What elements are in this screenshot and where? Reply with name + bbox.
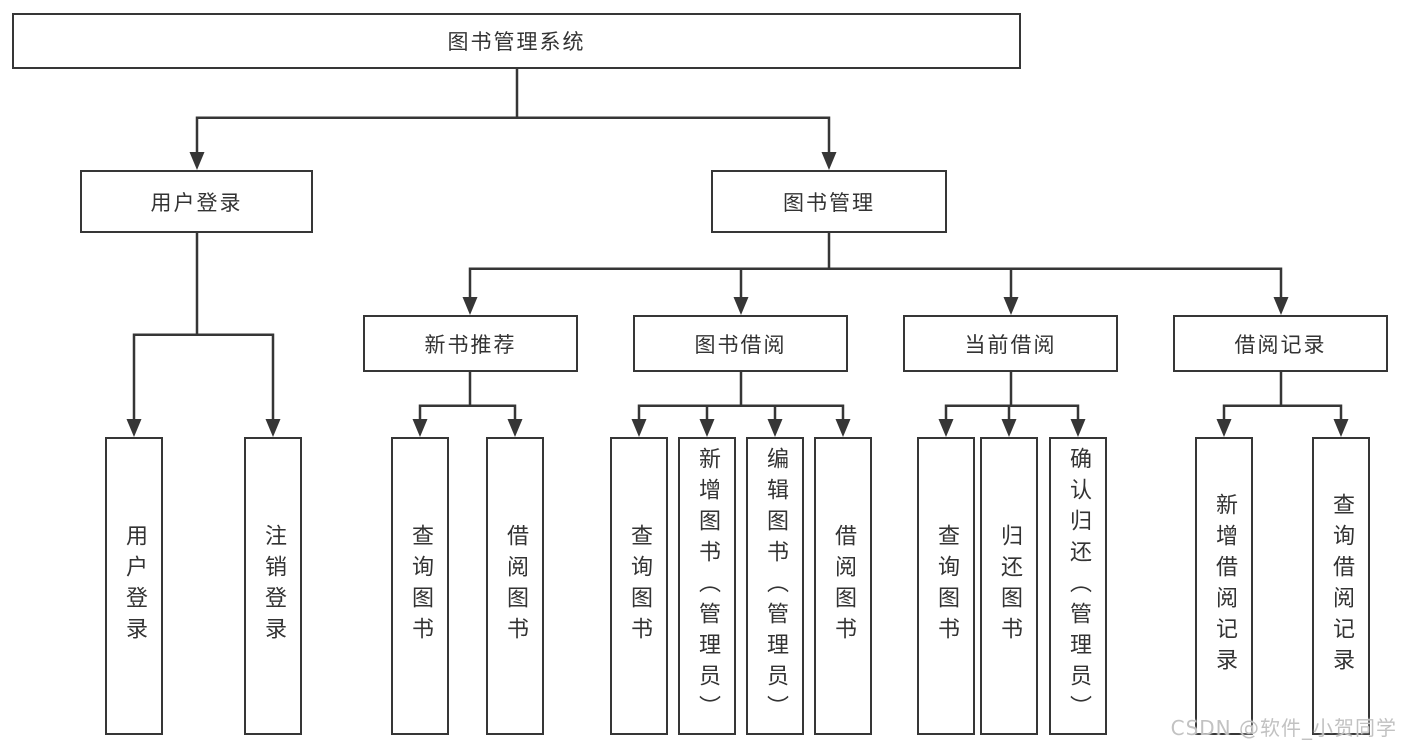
leaf-add-books-admin: 新增图书（管理员）: [678, 437, 736, 735]
leaf-add-borrow-record: 新增借阅记录: [1195, 437, 1253, 735]
leaf-query-borrow-record: 查询借阅记录: [1312, 437, 1370, 735]
node-current-borrowing: 当前借阅: [903, 315, 1118, 372]
node-borrowing-records: 借阅记录: [1173, 315, 1388, 372]
leaf-edit-books-admin: 编辑图书（管理员）: [746, 437, 804, 735]
node-book-borrowing: 图书借阅: [633, 315, 848, 372]
leaf-query-books-recommend: 查询图书: [391, 437, 449, 735]
node-root: 图书管理系统: [12, 13, 1021, 69]
node-user-login: 用户登录: [80, 170, 313, 233]
leaf-borrow-books-recommend: 借阅图书: [486, 437, 544, 735]
leaf-user-login: 用户登录: [105, 437, 163, 735]
leaf-confirm-return-admin: 确认归还（管理员）: [1049, 437, 1107, 735]
leaf-query-books-current: 查询图书: [917, 437, 975, 735]
leaf-return-books: 归还图书: [980, 437, 1038, 735]
leaf-query-books-borrowing: 查询图书: [610, 437, 668, 735]
leaf-logout-login: 注销登录: [244, 437, 302, 735]
node-new-book-recommend: 新书推荐: [363, 315, 578, 372]
leaf-borrow-books-borrowing: 借阅图书: [814, 437, 872, 735]
node-book-management: 图书管理: [711, 170, 947, 233]
csdn-watermark: CSDN @软件_小贺同学: [1170, 716, 1397, 740]
